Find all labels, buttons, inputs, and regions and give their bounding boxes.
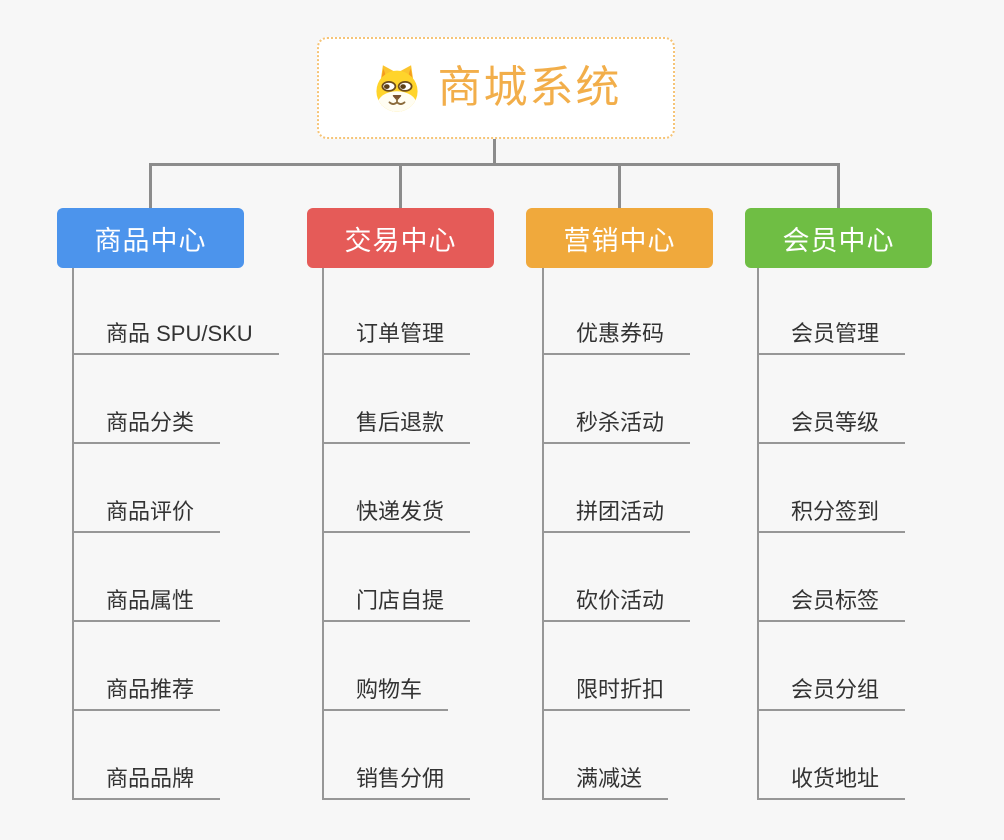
- connector-drop: [618, 165, 621, 209]
- sub-item[interactable]: 收货地址: [757, 711, 906, 800]
- sub-item[interactable]: 商品评价: [72, 444, 279, 533]
- branch-label: 营销中心: [563, 225, 676, 256]
- sub-item[interactable]: 会员等级: [757, 355, 906, 444]
- sub-item[interactable]: 拼团活动: [542, 444, 691, 533]
- connector-drop: [149, 165, 152, 209]
- sub-item[interactable]: 商品分类: [72, 355, 279, 444]
- sub-item[interactable]: 砍价活动: [542, 533, 691, 622]
- branch-node-product-center[interactable]: 商品中心: [57, 208, 244, 268]
- sub-item[interactable]: 会员标签: [757, 533, 906, 622]
- sub-item[interactable]: 秒杀活动: [542, 355, 691, 444]
- connector-trunk: [542, 268, 544, 800]
- subtopics-product-center: 商品 SPU/SKU 商品分类 商品评价 商品属性 商品推荐 商品品牌: [72, 268, 279, 800]
- connector-drop: [837, 165, 840, 209]
- connector-root-stub: [493, 139, 496, 166]
- sub-item[interactable]: 商品品牌: [72, 711, 279, 800]
- root-node[interactable]: 商城系统: [317, 37, 675, 139]
- sub-item[interactable]: 销售分佣: [322, 711, 471, 800]
- sub-item[interactable]: 优惠券码: [542, 268, 691, 355]
- sub-item[interactable]: 订单管理: [322, 268, 471, 355]
- branch-node-member-center[interactable]: 会员中心: [745, 208, 932, 268]
- sub-item[interactable]: 商品推荐: [72, 622, 279, 711]
- sub-item[interactable]: 会员管理: [757, 268, 906, 355]
- connector-trunk: [322, 268, 324, 800]
- sub-item[interactable]: 会员分组: [757, 622, 906, 711]
- root-title: 商城系统: [437, 63, 622, 112]
- sub-item[interactable]: 购物车: [322, 622, 470, 711]
- sub-item[interactable]: 满减送: [542, 711, 690, 800]
- dog-face-icon: [375, 65, 418, 112]
- branch-node-marketing-center[interactable]: 营销中心: [526, 208, 713, 268]
- connector-trunk: [757, 268, 759, 800]
- sub-item[interactable]: 限时折扣: [542, 622, 691, 711]
- sub-item[interactable]: 售后退款: [322, 355, 471, 444]
- connector-trunk: [72, 268, 74, 800]
- subtopics-member-center: 会员管理 会员等级 积分签到 会员标签 会员分组 收货地址: [757, 268, 906, 800]
- subtopics-trade-center: 订单管理 售后退款 快递发货 门店自提 购物车 销售分佣: [322, 268, 471, 800]
- sub-item[interactable]: 积分签到: [757, 444, 906, 533]
- branch-label: 会员中心: [782, 225, 895, 256]
- sub-item[interactable]: 商品 SPU/SKU: [72, 268, 279, 355]
- branch-label: 商品中心: [94, 225, 207, 256]
- branch-node-trade-center[interactable]: 交易中心: [307, 208, 494, 268]
- sub-item[interactable]: 快递发货: [322, 444, 471, 533]
- branch-label: 交易中心: [344, 225, 457, 256]
- subtopics-marketing-center: 优惠券码 秒杀活动 拼团活动 砍价活动 限时折扣 满减送: [542, 268, 691, 800]
- connector-drop: [399, 165, 402, 209]
- sub-item[interactable]: 门店自提: [322, 533, 471, 622]
- connector-horizontal-bus: [149, 163, 840, 166]
- sub-item[interactable]: 商品属性: [72, 533, 279, 622]
